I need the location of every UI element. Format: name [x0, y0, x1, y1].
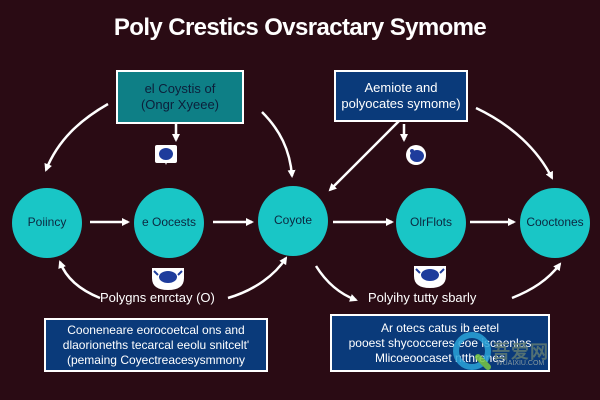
watermark: 吾爱网 WUAIXIU.COM	[452, 326, 592, 376]
node-3-label: Coyote	[273, 213, 313, 228]
watermark-text: 吾爱网	[492, 342, 549, 362]
top-right-box: Aemiote and polyocates symome)	[334, 70, 468, 122]
node-3: Coyote	[258, 186, 328, 256]
right-note: Polyihy tutty sbarly	[368, 290, 477, 305]
bird-icon	[154, 144, 178, 166]
watermark-subtext: WUAIXIU.COM	[496, 360, 545, 367]
bird-icon	[412, 264, 448, 290]
node-4: OlrFlots	[396, 188, 466, 258]
node-1-label: Poiincy	[27, 215, 67, 230]
bottom-left-box: Cooneneare eorocoetcal ons and dlaorione…	[44, 318, 268, 372]
node-2: e Oocests	[134, 188, 204, 258]
node-4-label: OlrFlots	[410, 215, 452, 230]
bottom-left-box-line1: Cooneneare eorocoetcal ons and	[67, 322, 245, 337]
watermark-logo-icon	[453, 332, 491, 370]
top-left-box-line1: el Coystis of	[144, 80, 216, 96]
top-left-box-line2: (Ongr Xyeee)	[140, 97, 220, 112]
top-right-box-line1: Aemiote and	[364, 79, 438, 95]
bottom-left-box-line2: dlaorioneths tecarcal eeolu snitcelt'	[62, 337, 250, 352]
bird-icon	[150, 266, 186, 292]
top-right-box-line2: polyocates symome)	[341, 96, 461, 111]
arrow-curve-node5-down	[511, 262, 562, 300]
node-5: Cooctones	[520, 188, 590, 258]
arrow-curve-box-to-node3	[261, 111, 296, 178]
arrow-curve-node1-down	[58, 260, 101, 300]
bottom-right-box-line3: Mlicoeoocaset ntthrenes	[374, 350, 506, 365]
arrow-curve-box-to-node1	[44, 102, 109, 172]
bottom-right-box-line1: Ar otecs catus ib eetel	[380, 320, 500, 335]
arrow-curve-node3-down	[314, 265, 358, 302]
node-1: Poiincy	[12, 188, 82, 258]
diagram-title: Poly Crestics Ovsractary Symome	[113, 14, 487, 41]
node-2-label: e Oocests	[141, 215, 197, 230]
arrow-curve-node3-lower	[227, 256, 288, 300]
bottom-left-box-line3: (pemaing Coyectreacesysmmony	[66, 352, 246, 367]
arrow-curve-rightbox-to-node5	[475, 106, 554, 180]
arrow-curve-rightbox-to-node3	[328, 119, 401, 192]
bird-icon	[404, 144, 428, 166]
left-note: Polygns enrctay (O)	[100, 290, 215, 305]
node-5-label: Cooctones	[526, 215, 584, 230]
top-left-box: el Coystis of (Ongr Xyeee)	[116, 70, 244, 124]
